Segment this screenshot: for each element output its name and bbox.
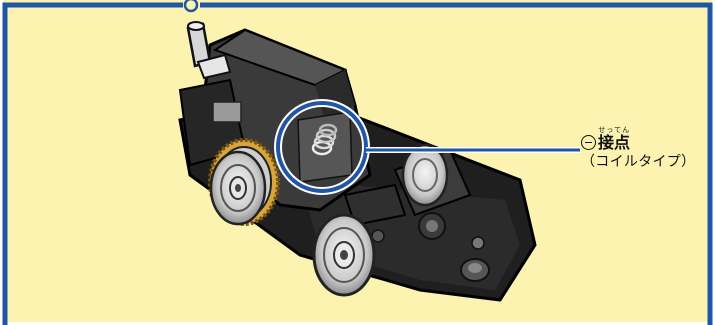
contact-term: 接点せってん bbox=[598, 126, 630, 151]
contact-type-label: （コイルタイプ） bbox=[581, 155, 695, 169]
minus-circle-icon bbox=[581, 135, 596, 150]
coil-contact bbox=[298, 112, 352, 182]
wheel-front bbox=[314, 215, 374, 295]
wheel-left bbox=[211, 152, 265, 224]
contact-term-reading: せってん bbox=[598, 126, 630, 134]
wheel-right-rear bbox=[403, 145, 447, 205]
marker-icon bbox=[185, 0, 197, 11]
contact-label: 接点せってん （コイルタイプ） bbox=[581, 126, 695, 169]
